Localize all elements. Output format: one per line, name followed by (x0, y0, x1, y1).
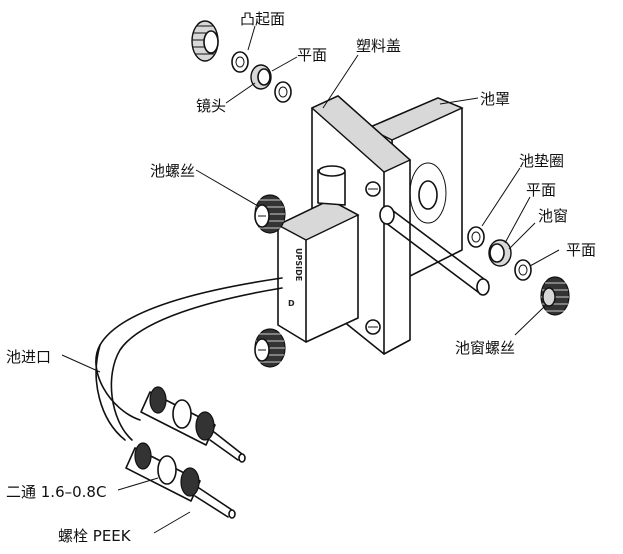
peek-fitting-upper (140, 386, 246, 463)
upside-stamp: UPSIDE (294, 248, 303, 281)
label-cell-inlet: 池进口 (6, 348, 51, 366)
svg-text:D: D (288, 299, 295, 308)
flat-washer-right (514, 259, 532, 281)
label-flat-face-right-2: 平面 (566, 241, 596, 259)
cell-screw-upper (254, 194, 286, 234)
label-cell-window-screw: 池窗螺丝 (455, 339, 515, 357)
label-plastic-cover: 塑料盖 (356, 37, 401, 55)
flat-washer-top (274, 81, 292, 103)
label-convex-face: 凸起面 (240, 10, 285, 28)
lens-retaining-screw (191, 20, 219, 62)
lens-part (250, 64, 272, 90)
cell-screw-lower (254, 328, 286, 368)
small-ring (231, 51, 249, 73)
label-cell-window: 池窗 (538, 207, 568, 225)
label-cell-screw: 池螺丝 (150, 162, 195, 180)
cell-gasket-ring (467, 226, 485, 248)
front-block: UPSIDE D (276, 199, 360, 343)
label-cell-gasket: 池垫圈 (519, 152, 564, 170)
label-cell-housing: 池罩 (480, 90, 510, 108)
cell-window-disc (488, 239, 512, 267)
label-flat-face-right-1: 平面 (526, 181, 556, 199)
label-flat-face-top: 平面 (297, 46, 327, 64)
label-lens: 镜头 (196, 97, 226, 115)
cell-window-screw (540, 276, 570, 316)
peek-fitting-lower (125, 442, 236, 519)
leader-lines (61, 25, 560, 534)
label-union-spec: 二通 1.6–0.8C (6, 483, 106, 501)
label-bolt-peek: 螺栓 PEEK (58, 527, 132, 545)
